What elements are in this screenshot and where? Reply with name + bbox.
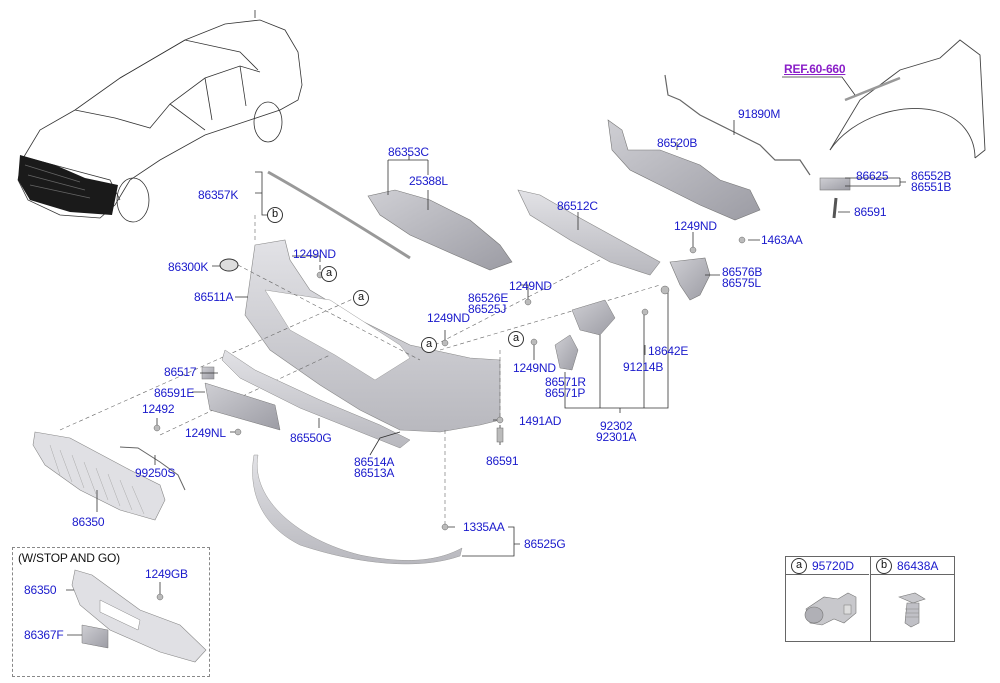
part-label-92301a[interactable]: 92301A <box>596 430 637 444</box>
legend-cell-b: b 86438A <box>870 557 954 641</box>
variant-grille-86350 <box>71 569 207 663</box>
part-label-86576b[interactable]: 86576B <box>722 265 763 279</box>
legend-callout-b: b <box>876 558 892 574</box>
part-label-18642e[interactable]: 18642E <box>648 344 689 358</box>
lower-grille-86512c <box>517 189 661 276</box>
part-label-86520b[interactable]: 86520B <box>657 136 698 150</box>
part-label-1249nl[interactable]: 1249NL <box>185 426 226 440</box>
part-label-1249nd[interactable]: 1249ND <box>674 219 717 233</box>
part-label-86625[interactable]: 86625 <box>856 169 889 183</box>
callout-a[interactable]: a <box>421 337 437 353</box>
variant-box-stop-and-go <box>12 547 210 677</box>
part-label-25388l[interactable]: 25388L <box>409 174 448 188</box>
part-label-86571p[interactable]: 86571P <box>545 386 586 400</box>
lower-lip-86525g <box>252 454 463 565</box>
harness-99250s <box>119 446 186 491</box>
part-label-1491ad[interactable]: 1491AD <box>519 414 562 428</box>
lower-strip-86550g <box>221 349 411 449</box>
callout-b[interactable]: b <box>267 207 283 223</box>
part-label-91214b[interactable]: 91214B <box>623 360 664 374</box>
part-label-86551b[interactable]: 86551B <box>911 180 952 194</box>
callout-a[interactable]: a <box>508 331 524 347</box>
part-label-86300k[interactable]: 86300K <box>168 260 209 274</box>
part-label-86350-variant[interactable]: 86350 <box>24 583 57 597</box>
part-label-86525g[interactable]: 86525G <box>524 537 566 551</box>
part-label-91890m[interactable]: 91890M <box>738 107 781 121</box>
part-label-1249nd[interactable]: 1249ND <box>513 361 556 375</box>
variant-box-title: (W/STOP AND GO) <box>18 551 120 565</box>
parking-sensor-icon <box>804 592 857 626</box>
part-label-86350[interactable]: 86350 <box>72 515 105 529</box>
callout-legend: a 95720D b 86438A <box>785 556 955 642</box>
fender-illustration <box>829 39 986 159</box>
part-label-86591[interactable]: 86591 <box>854 205 887 219</box>
part-label-86575l[interactable]: 86575L <box>722 276 761 290</box>
reference-link[interactable]: REF.60-660 <box>784 62 846 76</box>
part-label-1249gb[interactable]: 1249GB <box>145 567 188 581</box>
part-label-86517[interactable]: 86517 <box>164 365 197 379</box>
bracket-86576b <box>669 257 711 301</box>
part-label-86514a[interactable]: 86514A <box>354 455 395 469</box>
part-label-12492[interactable]: 12492 <box>142 402 175 416</box>
energy-absorber-86520b <box>607 119 761 221</box>
legend-part-86438a[interactable]: 86438A <box>897 559 939 573</box>
part-label-86513a[interactable]: 86513A <box>354 466 395 480</box>
legend-part-95720d[interactable]: 95720D <box>812 559 855 573</box>
part-label-92302[interactable]: 92302 <box>600 419 633 433</box>
part-label-86511a[interactable]: 86511A <box>194 290 234 304</box>
callout-a[interactable]: a <box>321 266 337 282</box>
part-label-86525j[interactable]: 86525J <box>468 302 507 316</box>
part-label-86571r[interactable]: 86571R <box>545 375 586 389</box>
part-label-86357k[interactable]: 86357K <box>198 188 239 202</box>
bracket-86591e <box>204 382 281 431</box>
legend-callout-a: a <box>791 558 807 574</box>
push-clip-icon <box>898 592 926 628</box>
part-label-86591[interactable]: 86591 <box>486 454 519 468</box>
vehicle-front-highlight <box>18 155 118 215</box>
legend-cell-a: a 95720D <box>786 557 869 641</box>
fog-lamp-bracket-92302 <box>571 299 616 336</box>
upper-cover-86353c <box>367 189 513 271</box>
part-label-86552b[interactable]: 86552B <box>911 169 952 183</box>
cover-86367f <box>81 624 109 649</box>
part-label-86512c[interactable]: 86512C <box>557 199 598 213</box>
part-label-1249nd[interactable]: 1249ND <box>293 247 336 261</box>
part-label-1249nd[interactable]: 1249ND <box>509 279 552 293</box>
part-label-1249nd[interactable]: 1249ND <box>427 311 470 325</box>
part-label-1335aa[interactable]: 1335AA <box>463 520 505 534</box>
callout-a[interactable]: a <box>353 290 369 306</box>
part-label-86353c[interactable]: 86353C <box>388 145 429 159</box>
part-label-86550g[interactable]: 86550G <box>290 431 332 445</box>
part-label-86526e[interactable]: 86526E <box>468 291 509 305</box>
bracket-86571r <box>554 334 579 371</box>
emblem-86300k <box>219 258 239 272</box>
part-label-86367f[interactable]: 86367F <box>24 628 64 642</box>
part-label-86591e[interactable]: 86591E <box>154 386 195 400</box>
part-label-99250s[interactable]: 99250S <box>135 466 176 480</box>
molding-86357k <box>267 170 411 260</box>
part-label-1463aa[interactable]: 1463AA <box>761 233 803 247</box>
wiring-harness-91890m <box>664 74 811 176</box>
